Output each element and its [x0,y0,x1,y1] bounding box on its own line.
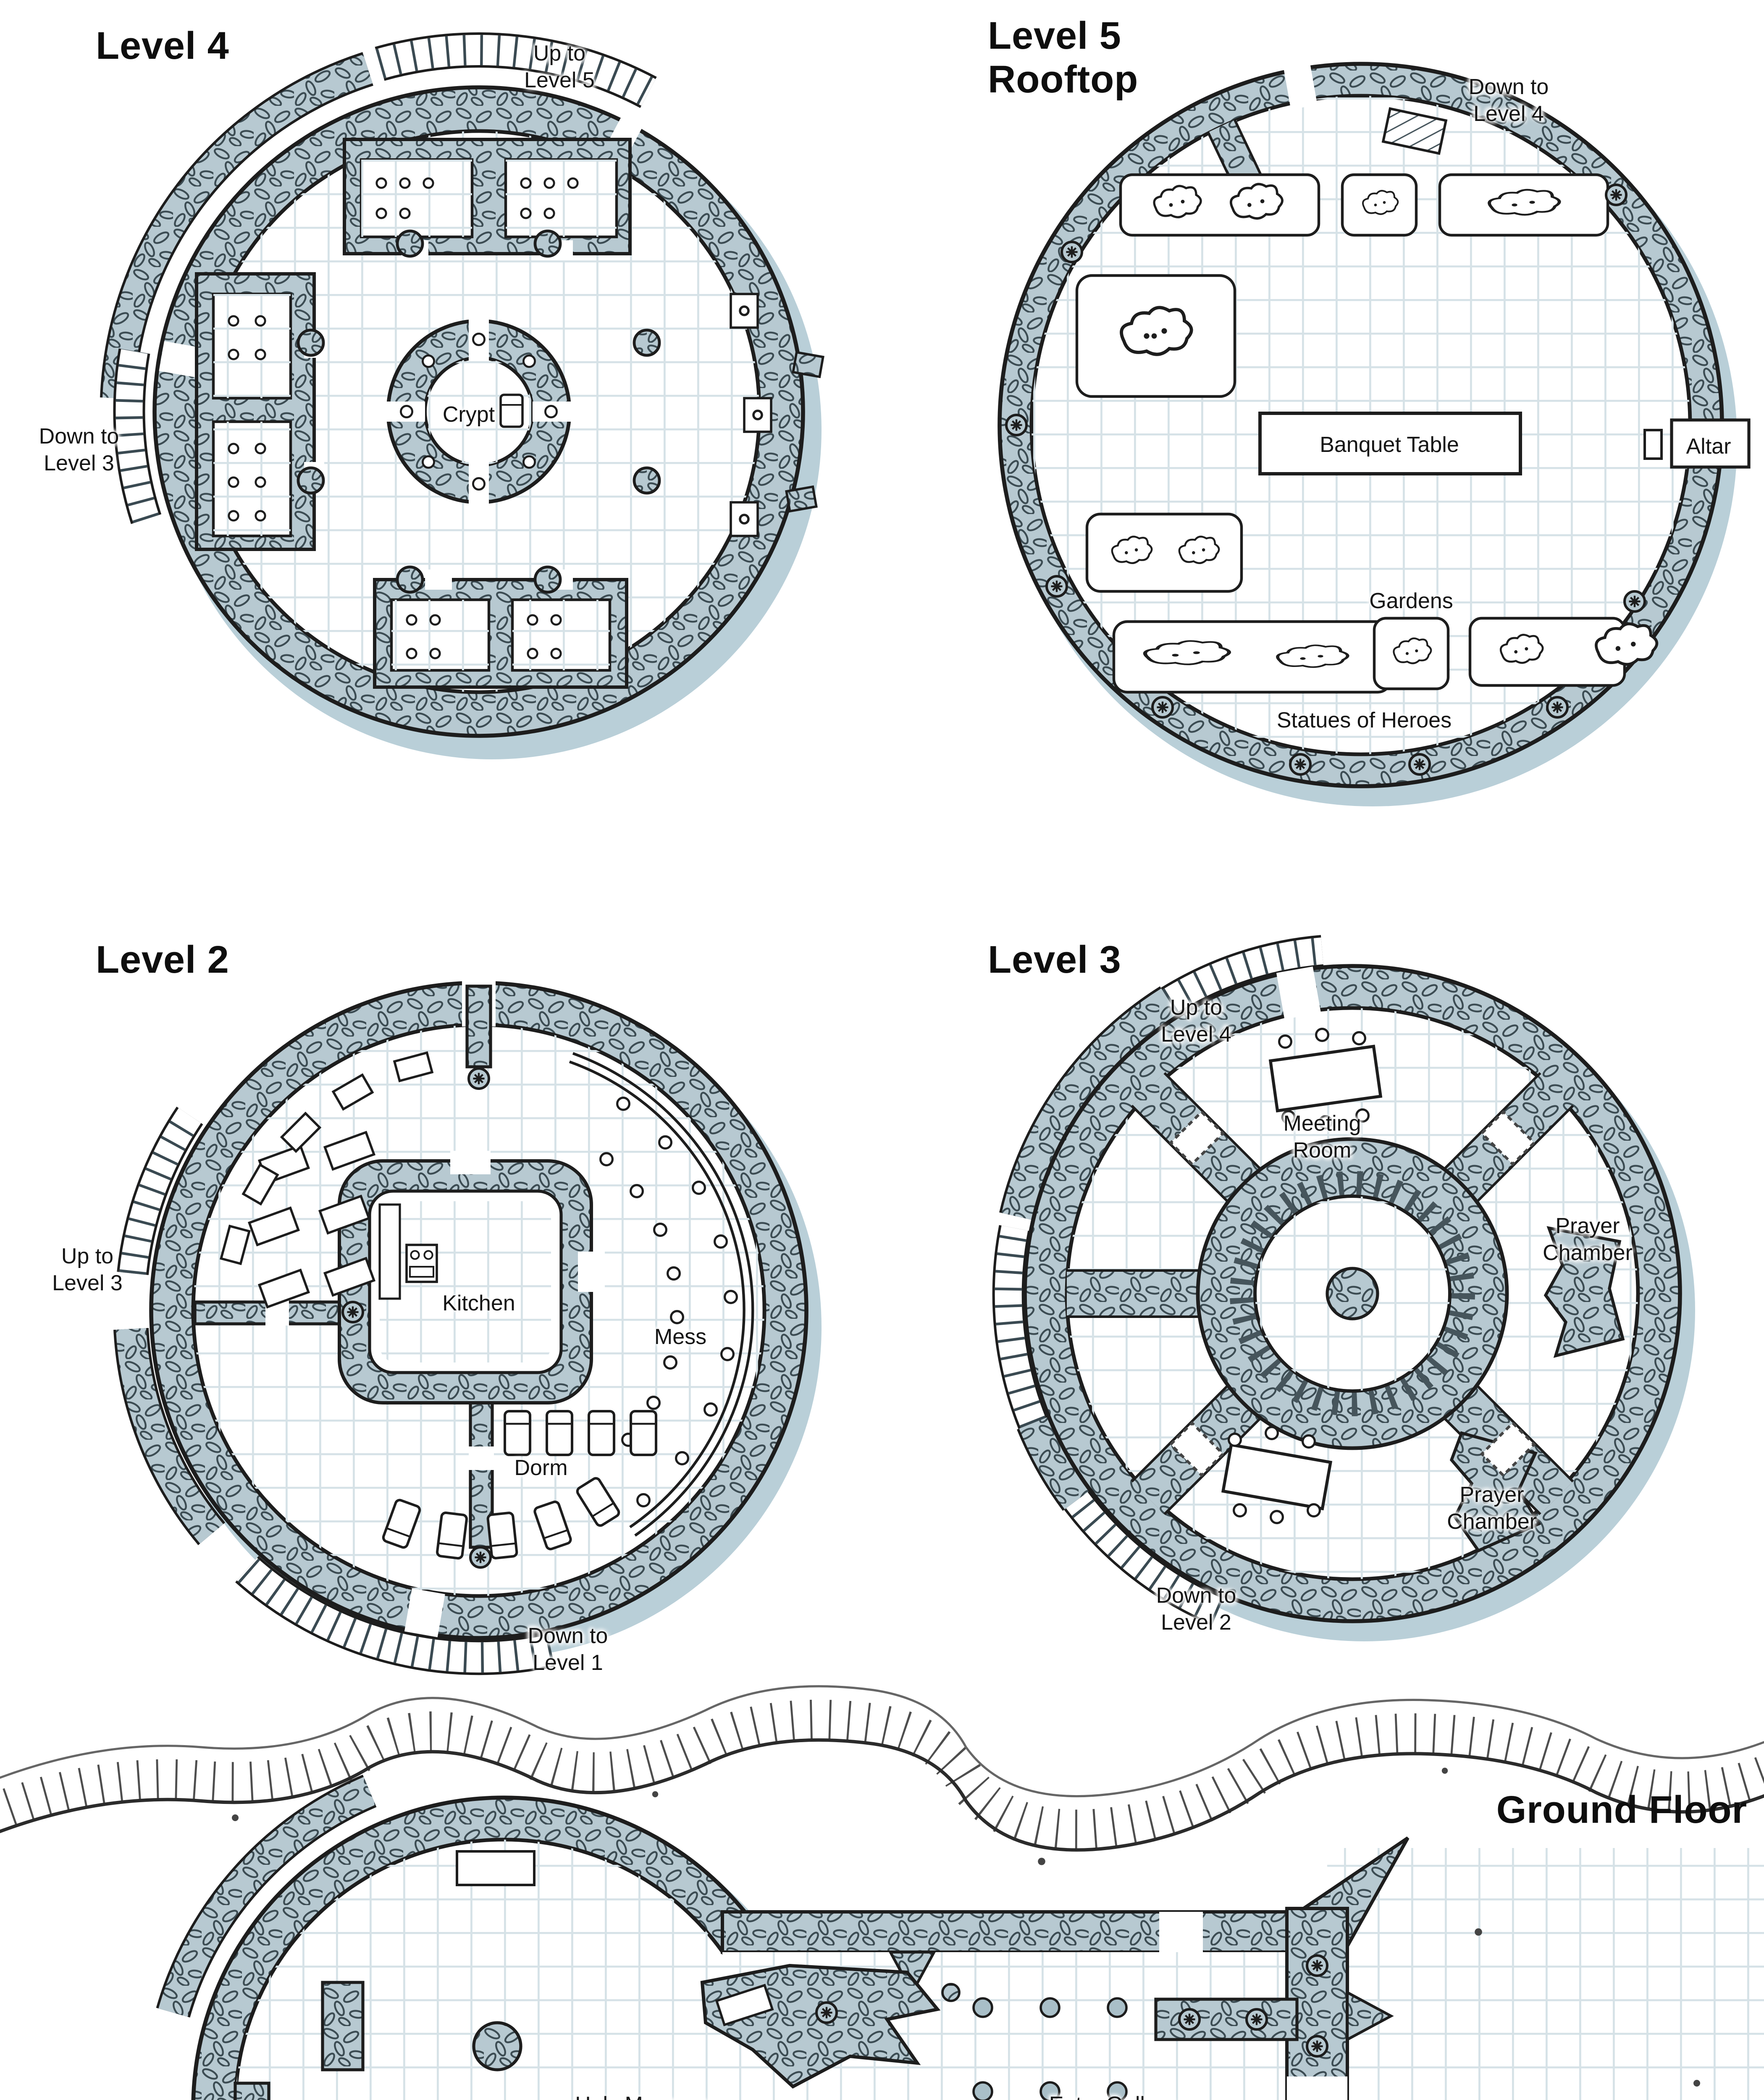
prayer-alcove-south [1449,1431,1541,1553]
wall-alcoves [730,293,824,537]
prayer-alcove-east [1544,1226,1625,1358]
ground-floor-drawing [0,1685,1764,2100]
hall-north-wall [721,1910,1299,1954]
level-3-title: Level 3 [988,937,1121,981]
meeting-room-label: Meeting Room [1283,1110,1361,1163]
south-rooms [373,570,628,689]
outdoor-rocks [1475,1928,1700,2087]
exterior-stairs [113,1106,555,1675]
level-3-down-stairs-label: Down to Level 2 [1156,1583,1236,1635]
holy-museum-label: Holy Museum [558,2092,726,2100]
gallery-pillars [972,1997,1128,2100]
level-3-up-stairs-label: Up to Level 4 [1161,995,1231,1047]
level-5-down-stairs-label: Down to Level 4 [1468,74,1549,126]
dorm-label: Dorm [514,1455,568,1480]
level-4-map [92,25,865,798]
level-2-up-stairs-label: Up to Level 3 [52,1243,123,1295]
level-2-title: Level 2 [96,937,229,981]
level-4-down-stairs-label: Down to Level 3 [39,423,119,475]
central-chamber [1196,1137,1509,1450]
stairs-down [1381,107,1448,155]
meeting-room-north [1268,1029,1383,1129]
statue [343,1302,363,1322]
stove-icon [405,1244,438,1283]
banquet-table [1258,412,1522,475]
museum-floor-grid [235,1840,773,2100]
entry-gallery-label: Entry Gallery [1028,2092,1196,2100]
altar-label: Altar [1686,433,1731,459]
door-gap [159,341,204,378]
gallery-benches [1154,1998,1299,2041]
exterior-stairs [100,32,657,524]
banquet-table-label: Banquet Table [1320,432,1459,457]
kitchen-label: Kitchen [442,1290,515,1315]
sarcophagus [499,394,524,428]
prayer-chamber-east-label: Prayer Chamber [1543,1213,1633,1265]
level-3-map-drawing [992,935,1695,1641]
level-2-down-stairs-label: Down to Level 1 [528,1623,608,1675]
prayer-chamber-south-label: Prayer Chamber [1447,1482,1537,1534]
level-2-map-drawing [113,979,822,1675]
level-3-map [958,899,1747,1688]
level-4-map-drawing [100,32,824,759]
crypt-structure [381,318,576,506]
level-4-title: Level 4 [96,24,229,67]
level-5-map [966,30,1756,820]
door-gap [404,1588,445,1638]
statues-of-heroes-label: Statues of Heroes [1276,707,1452,732]
shrine-platforms [700,1964,961,2089]
door-gap [1159,1912,1203,1952]
ground-floor-title: Ground Floor [1496,1788,1747,1831]
cliff-top [0,1685,1764,1865]
exterior-stairs [156,1774,377,2018]
statue [469,1068,489,1089]
spoke-stairs [1168,1110,1536,1478]
ground-floor-map [0,1663,1764,2100]
kitchen-counter [378,1203,401,1300]
west-rooms [195,272,324,551]
northwest-tables [220,1051,434,1265]
crypt-label: Crypt [442,402,495,427]
level-5-title: Level 5 Rooftop [988,13,1139,102]
mess-hall [569,1052,754,1537]
mess-label: Mess [654,1324,707,1349]
gate-wall [1285,1836,1410,2100]
west-tables [247,1131,376,1309]
exterior-stairs [992,935,1324,1626]
gardens-label: Gardens [1369,588,1453,613]
garden-beds [1075,173,1626,694]
level-5-map-drawing [998,62,1751,806]
meeting-room-south [1221,1427,1333,1523]
door-gap [1283,62,1318,110]
kitchen-room [338,1151,605,1404]
north-rooms [343,138,632,260]
garden-bushes [1112,184,1657,667]
door-gap [1276,966,1321,1019]
level-2-map [84,916,874,1705]
statue [470,1547,491,1567]
level-4-up-stairs-label: Up to Level 5 [524,40,595,92]
altar [1643,418,1751,469]
museum-exhibits [234,1850,536,2100]
